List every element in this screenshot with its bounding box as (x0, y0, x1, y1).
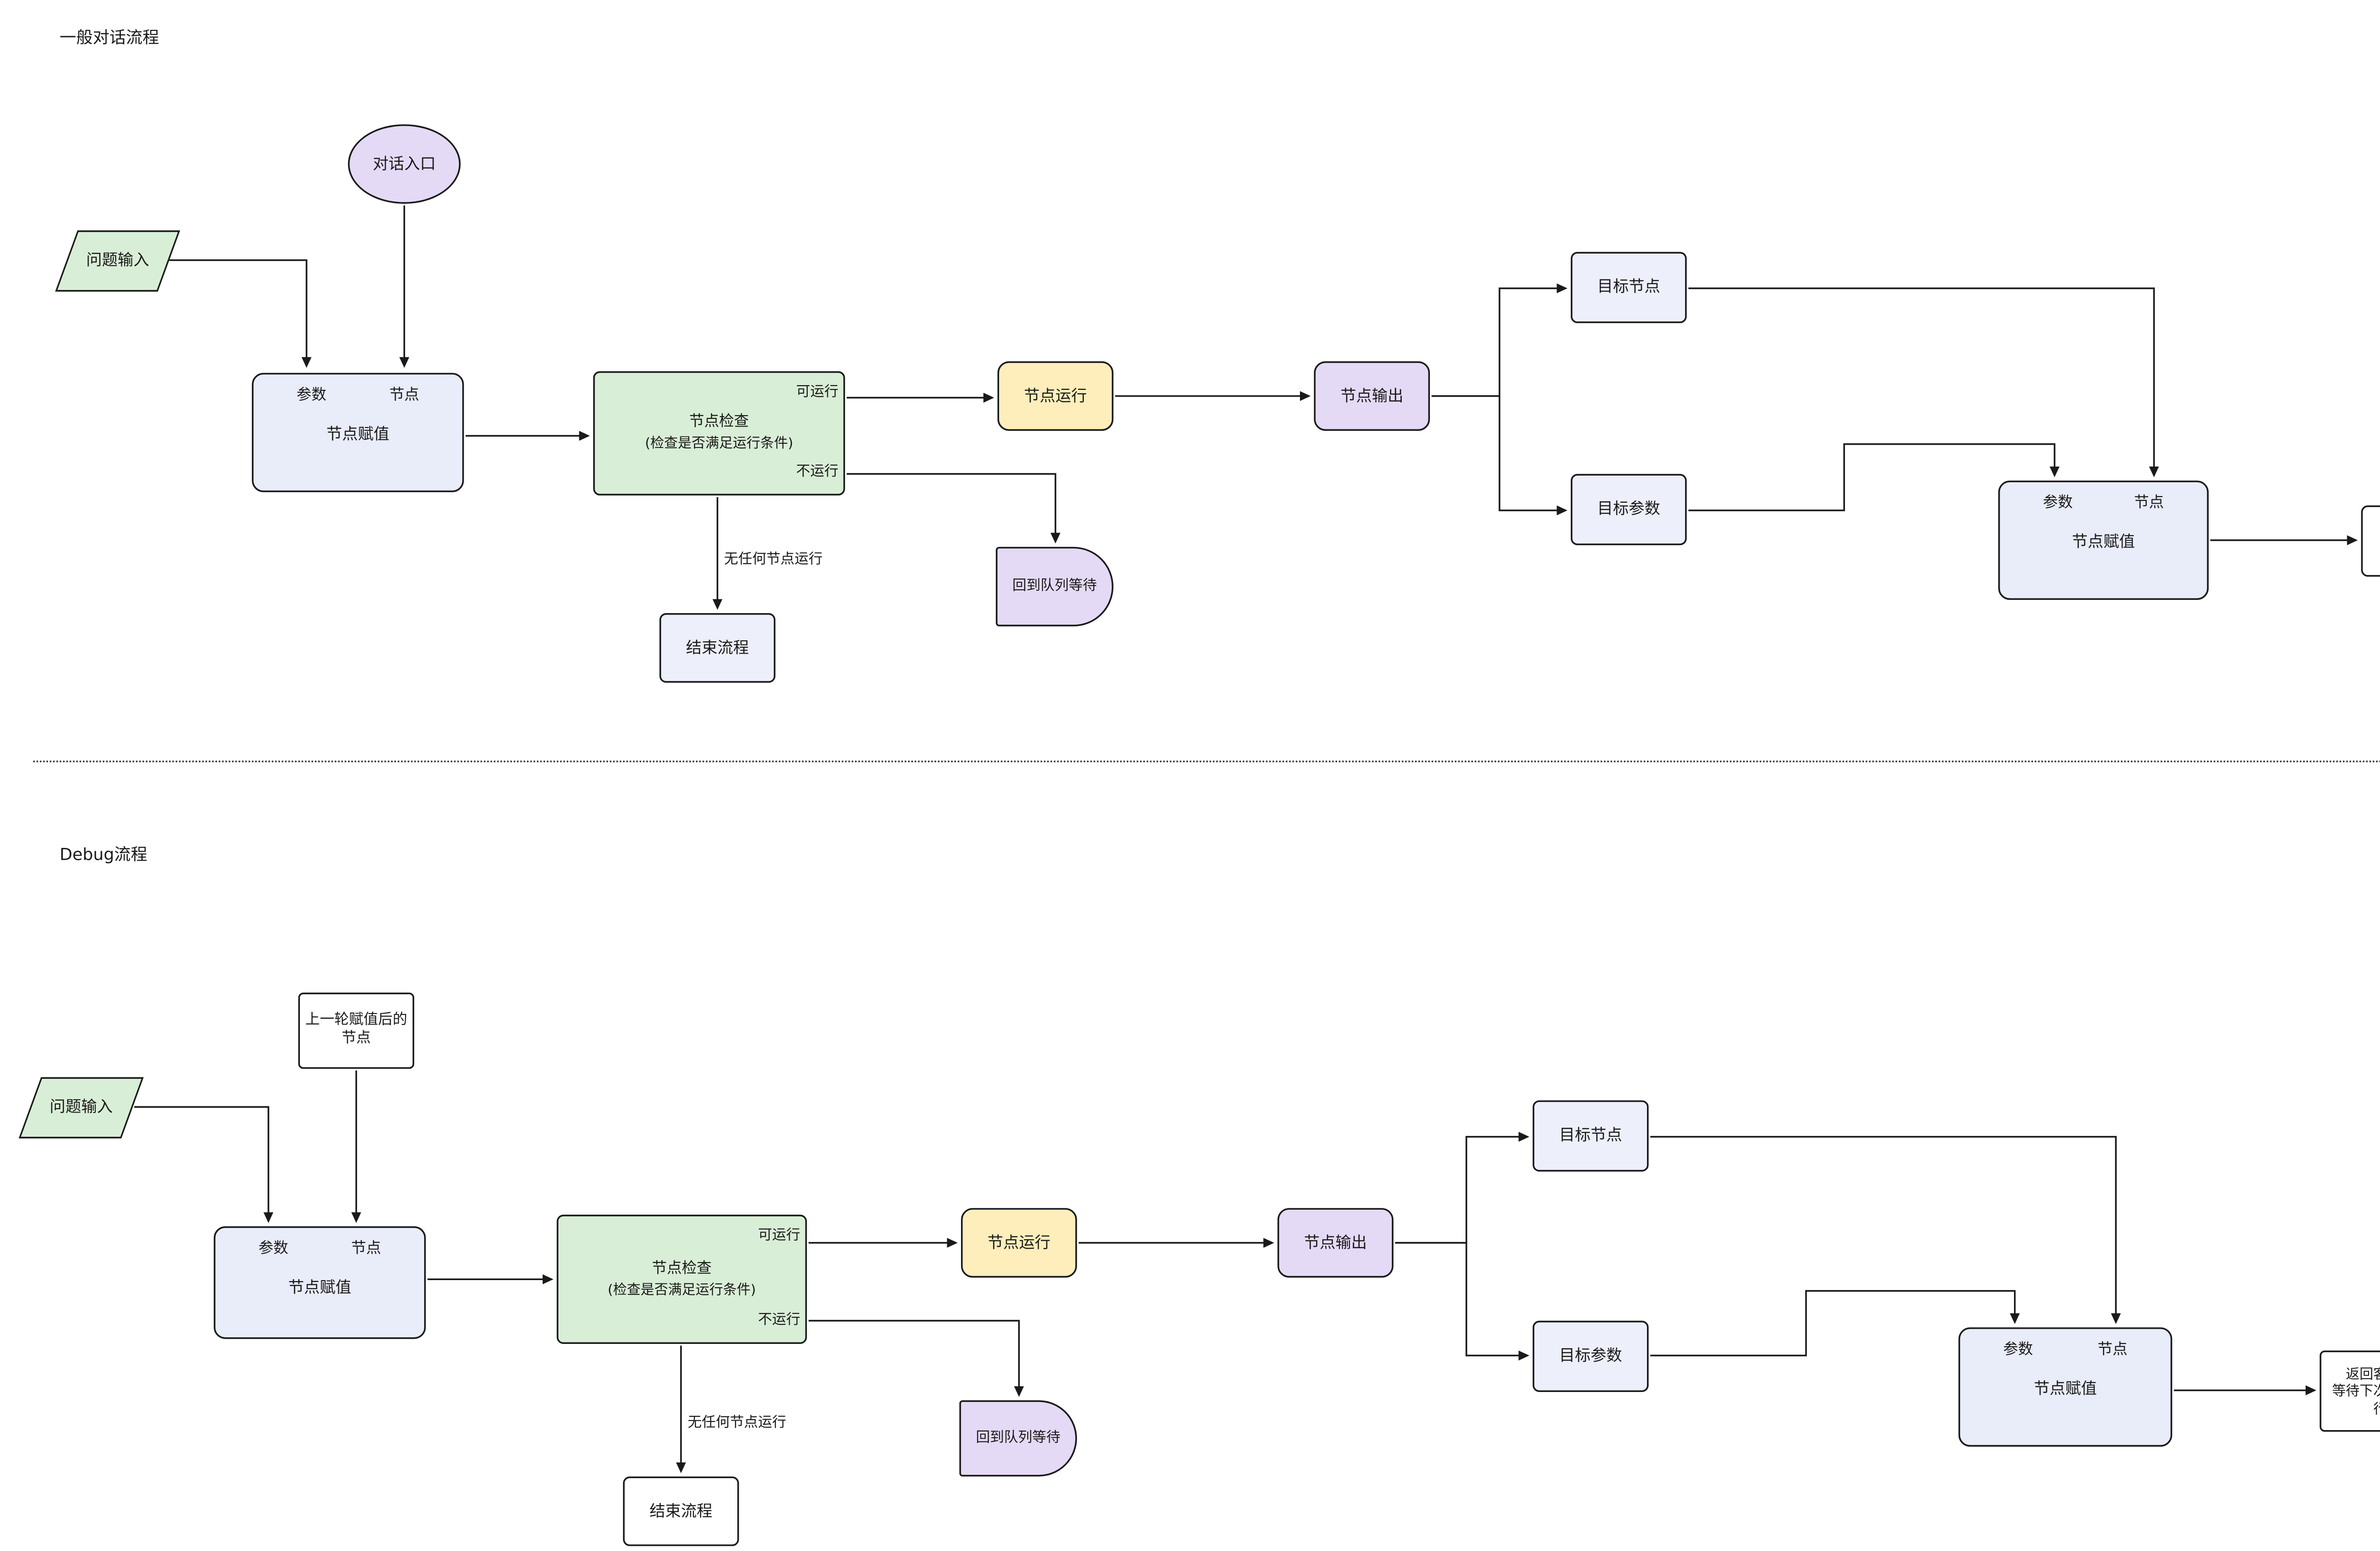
flow-arrow (1431, 395, 1567, 516)
s2-check-line1: 节点检查 (652, 1260, 712, 1277)
s1-target-param-label: 目标参数 (1597, 500, 1660, 519)
s1-question-input-label: 问题输入 (86, 252, 149, 270)
s2-can-run-label: 可运行 (758, 1228, 801, 1245)
s1-question-input-node[interactable]: 问题输入 (55, 230, 180, 292)
s1-node-output-label: 节点输出 (1340, 387, 1404, 406)
s2-end-flow-label: 结束流程 (649, 1502, 713, 1521)
s2-return-client-line2: 等待下次手动执 (2332, 1382, 2380, 1399)
flow-arrow (166, 259, 312, 368)
s2-prev-round-node[interactable]: 上一轮赋值后的 节点 (298, 993, 415, 1069)
flow-arrow (134, 1106, 274, 1223)
s2-target-param[interactable]: 目标参数 (1532, 1321, 1649, 1392)
section1-title: 一般对话流程 (60, 30, 159, 48)
s1-can-run-label: 可运行 (796, 384, 839, 401)
s1-node-assign-1[interactable]: 参数 节点 节点赋值 (252, 373, 464, 492)
s1-node-run-label: 节点运行 (1024, 387, 1087, 406)
s1-assign1-param-label: 参数 (297, 388, 327, 405)
section2-title: Debug流程 (60, 846, 148, 865)
s1-assign2-title: 节点赋值 (2072, 533, 2135, 552)
flow-arrow (846, 473, 1061, 544)
s2-return-client-node[interactable]: 返回客户端 等待下次手动执 行 (2320, 1350, 2380, 1432)
s1-check-line2: (检查是否满足运行条件) (645, 434, 793, 451)
s2-question-input-label: 问题输入 (50, 1098, 113, 1117)
s2-prev-round-line1: 上一轮赋值后的 (305, 1012, 407, 1029)
s2-target-node[interactable]: 目标节点 (1532, 1100, 1649, 1172)
s1-target-node-label: 目标节点 (1597, 278, 1660, 297)
flow-arrow (808, 1320, 1024, 1397)
s1-node-assign-2[interactable]: 参数 节点 节点赋值 (1998, 480, 2209, 600)
s2-prev-round-line2: 节点 (341, 1031, 371, 1047)
s2-node-check[interactable]: 节点检查 (检查是否满足运行条件) 可运行 不运行 (556, 1214, 807, 1344)
s2-no-node-run-label: 无任何节点运行 (687, 1415, 786, 1432)
s2-target-param-label: 目标参数 (1559, 1347, 1622, 1366)
s1-target-param[interactable]: 目标参数 (1570, 474, 1687, 546)
s1-queue-wait-label: 回到队列等待 (1012, 577, 1097, 594)
flow-arrow (1650, 1136, 2121, 1324)
s2-node-assign-1[interactable]: 参数 节点 节点赋值 (214, 1226, 426, 1339)
s1-not-run-label: 不运行 (796, 464, 839, 481)
flow-arrow (1431, 283, 1567, 397)
s2-queue-wait-node[interactable]: 回到队列等待 (959, 1400, 1077, 1477)
s2-return-client-line3: 行 (2373, 1400, 2380, 1417)
s1-assign1-title: 节点赋值 (326, 426, 390, 444)
s2-assign2-title: 节点赋值 (2033, 1380, 2097, 1399)
s2-assign1-title: 节点赋值 (288, 1279, 351, 1298)
s2-node-output[interactable]: 节点输出 (1277, 1208, 1394, 1278)
s2-node-run[interactable]: 节点运行 (961, 1208, 1077, 1278)
s2-assign2-param-label: 参数 (2003, 1342, 2033, 1359)
s1-target-node[interactable]: 目标节点 (1570, 252, 1687, 323)
s1-loop-exec-node[interactable]: 。。。 循环执行 (2361, 505, 2380, 577)
s2-assign2-node-label: 节点 (2097, 1342, 2128, 1359)
s2-assign1-node-label: 节点 (351, 1241, 381, 1258)
s1-node-check[interactable]: 节点检查 (检查是否满足运行条件) 可运行 不运行 (593, 371, 845, 496)
s1-node-output[interactable]: 节点输出 (1314, 361, 1430, 431)
flow-arrow (1395, 1242, 1529, 1361)
s2-return-client-line1: 返回客户端 (2346, 1365, 2380, 1382)
s2-node-output-label: 节点输出 (1304, 1233, 1367, 1252)
s2-node-assign-2[interactable]: 参数 节点 节点赋值 (1958, 1327, 2172, 1447)
s2-queue-wait-label: 回到队列等待 (976, 1429, 1061, 1446)
flow-arrow (1395, 1132, 1529, 1244)
s1-end-flow-node[interactable]: 结束流程 (659, 613, 776, 683)
s1-queue-wait-node[interactable]: 回到队列等待 (996, 547, 1114, 626)
s2-not-run-label: 不运行 (758, 1312, 801, 1329)
s1-no-node-run-label: 无任何节点运行 (724, 552, 823, 568)
s1-dialog-entry-node[interactable]: 对话入口 (347, 124, 461, 204)
s2-question-input-node[interactable]: 问题输入 (19, 1077, 144, 1139)
s2-assign1-param-label: 参数 (258, 1241, 288, 1258)
s2-check-line2: (检查是否满足运行条件) (607, 1280, 756, 1297)
s2-node-run-label: 节点运行 (987, 1233, 1051, 1252)
section-separator (33, 760, 2380, 763)
s2-target-node-label: 目标节点 (1559, 1127, 1622, 1145)
s1-node-run[interactable]: 节点运行 (997, 361, 1114, 431)
s1-assign2-node-label: 节点 (2134, 495, 2164, 512)
s1-assign2-param-label: 参数 (2043, 495, 2073, 512)
s1-dialog-entry-label: 对话入口 (373, 155, 436, 173)
s1-end-flow-label: 结束流程 (686, 638, 749, 657)
s1-check-line1: 节点检查 (689, 414, 749, 431)
flow-arrow (1688, 287, 2159, 477)
s1-assign1-node-label: 节点 (389, 388, 419, 405)
s2-end-flow-node[interactable]: 结束流程 (623, 1476, 739, 1546)
